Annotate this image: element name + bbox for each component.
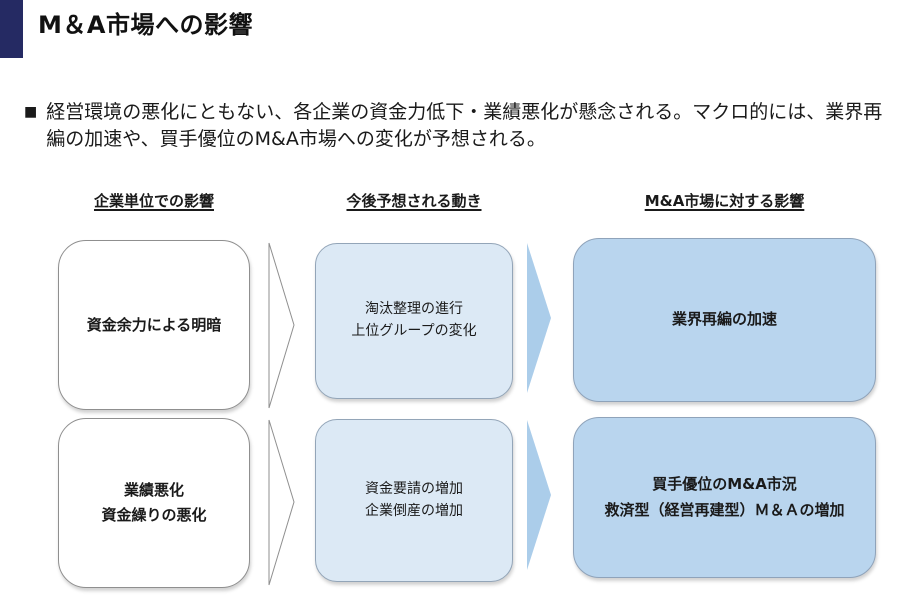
movement-box-row1: 淘汰整理の進行 上位グループの変化 [315,243,513,399]
cause-text: 業績悪化 [123,481,184,500]
title-accent-bar [0,0,23,58]
column-header-company-level: 企業単位での影響 [58,190,250,211]
column-header-label: 企業単位での影響 [93,192,214,210]
column-header-expected-moves: 今後予想される動き [315,190,513,211]
bullet-square-icon: ■ [24,104,38,120]
impact-box-row1: 業界再編の加速 [573,238,876,402]
impact-text: 救済型（経営再建型）Ｍ＆Ａの増加 [604,500,845,519]
movement-box-row2: 資金要請の増加 企業倒産の増加 [315,419,513,582]
chevron-right-outline-icon [268,419,295,586]
movement-text: 淘汰整理の進行 [365,301,463,318]
cause-box-row2: 業績悪化 資金繰りの悪化 [58,418,250,588]
impact-box-row2: 買手優位のM&A市況 救済型（経営再建型）Ｍ＆Ａの増加 [573,417,876,578]
summary-paragraph: ■ 経営環境の悪化にともない、各企業の資金力低下・業績悪化が懸念される。マクロ的… [24,99,900,153]
page-title: M＆A市場への影響 [38,11,253,39]
movement-text: 上位グループの変化 [351,323,477,339]
chevron-right-solid-icon [527,420,551,570]
column-header-label: M&A市場に対する影響 [644,192,805,210]
chevron-right-outline-icon [268,242,295,409]
chevron-right-solid-icon [527,243,551,393]
cause-box-row1: 資金余力による明暗 [58,240,250,410]
column-header-label: 今後予想される動き [346,192,482,210]
movement-text: 企業倒産の増加 [365,502,463,519]
summary-text: 経営環境の悪化にともない、各企業の資金力低下・業績悪化が懸念される。マクロ的には… [46,101,883,150]
impact-text: 買手優位のM&A市況 [652,475,797,493]
cause-text: 資金繰りの悪化 [101,506,207,524]
column-header-ma-market-impact: M&A市場に対する影響 [573,190,876,211]
movement-text: 資金要請の増加 [365,480,463,497]
cause-text: 資金余力による明暗 [86,315,222,334]
impact-text: 業界再編の加速 [671,310,777,329]
